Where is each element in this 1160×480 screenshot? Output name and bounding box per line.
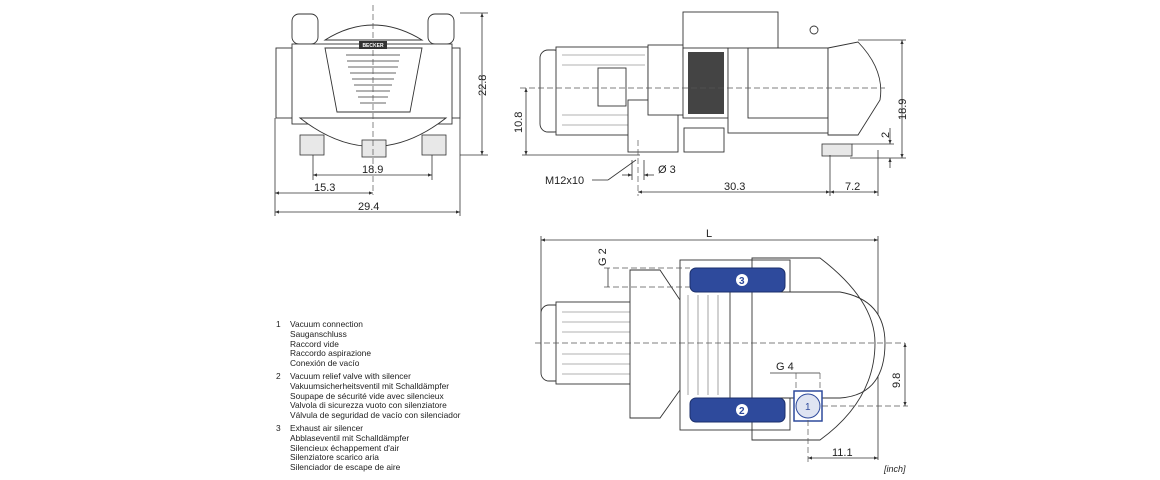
dim-side-foot-height: 2 (880, 132, 892, 138)
top-view: L 3 2 1 G 2 G 4 9.8 (535, 228, 908, 462)
lifting-eye-right (427, 13, 455, 45)
svg-text:3: 3 (739, 276, 745, 287)
dim-side-thread: M12x10 (545, 175, 584, 187)
svg-text:2: 2 (739, 406, 745, 417)
dim-front-height: 22.8 (477, 75, 489, 96)
dim-front-center-offset: 15.3 (314, 182, 335, 194)
callout-3-badge (736, 274, 748, 286)
legend-item-2: 2 Vacuum relief valve with silencer Vaku… (276, 370, 461, 421)
dim-top-port-offset: 9.8 (891, 373, 903, 388)
dim-side-height: 18.9 (897, 99, 909, 120)
terminal-box (597, 67, 627, 107)
legend: 1 Vacuum connection Sauganschluss Raccor… (276, 319, 461, 476)
dim-side-overhang: 7.2 (845, 181, 860, 193)
svg-text:1: 1 (805, 402, 811, 413)
foot-center (361, 139, 387, 158)
legend-item-3: 3 Exhaust air silencer Abblaseventil mit… (276, 422, 410, 473)
dim-front-width: 29.4 (358, 201, 379, 213)
dim-front-foot-spacing: 18.9 (362, 164, 383, 176)
dim-top-g2: G 2 (597, 248, 609, 266)
dim-top-length: L (706, 228, 712, 240)
filter-mesh (688, 52, 724, 114)
legend-item-1: 1 Vacuum connection Sauganschluss Raccor… (276, 319, 372, 369)
dim-top-g4: G 4 (776, 361, 794, 373)
units-label: [inch] (884, 464, 906, 474)
dim-side-hole-diameter: Ø 3 (658, 164, 676, 176)
side-foot-right (821, 143, 853, 157)
dim-side-shaft-height: 10.8 (513, 112, 525, 133)
front-view: BECKER 22.8 18.9 15.3 29.4 (274, 5, 489, 216)
foot-right (421, 134, 447, 156)
side-view: 10.8 18.9 2 Ø 3 M12x10 30.3 7.2 (513, 11, 909, 196)
dim-top-port-distance: 11.1 (832, 447, 853, 459)
dim-side-foot-spacing: 30.3 (724, 181, 745, 193)
foot-left (299, 134, 325, 156)
lifting-eye-left (291, 13, 319, 45)
callout-2-badge (736, 404, 748, 416)
